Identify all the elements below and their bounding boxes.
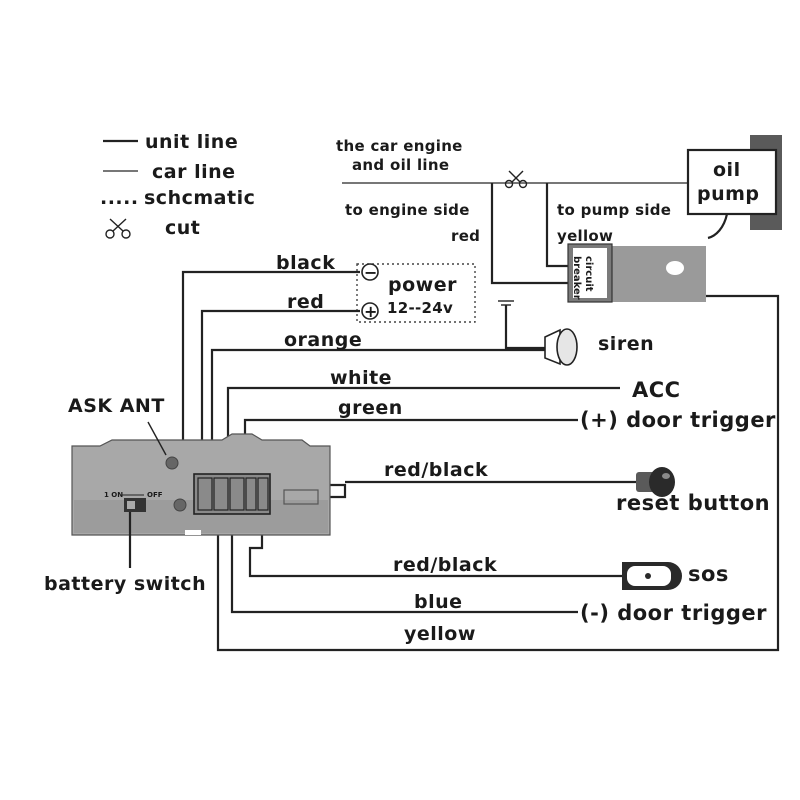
oil-pump: oil pump [686, 135, 782, 240]
ask-ant-leader [147, 421, 167, 456]
connector-pin-2 [213, 477, 229, 511]
wire-orange-label: orange [284, 329, 362, 351]
circuit-breaker-mount-hole [666, 261, 684, 275]
battery-switch-on-label: 1 ON [104, 491, 123, 499]
legend-unit-line-label: unit line [145, 131, 238, 153]
gps-tracker-unit: 1 ON OFF [71, 433, 331, 536]
wire-yellow [216, 294, 780, 652]
wire-white-label: white [330, 367, 392, 389]
battery-switch-knob [127, 501, 135, 509]
legend: unit line car line ..... schcmatic cut [100, 131, 255, 239]
engine-side-label: to engine side [345, 201, 470, 219]
power-minus-sign: − [364, 263, 377, 282]
circuit-breaker-label-1: circuit [583, 256, 594, 292]
siren-horn-mouth [556, 328, 578, 366]
wire-blue-label: blue [414, 591, 463, 613]
power-schematic-box [356, 263, 476, 323]
acc-label: ACC [632, 378, 681, 402]
sos-button-dot [645, 573, 651, 579]
legend-car-line-label: car line [152, 161, 236, 183]
engine-oil-line-section: the car engine and oil line to engine si… [336, 137, 690, 285]
circuit-breaker-label-panel [573, 248, 607, 298]
oil-pump-box [686, 148, 778, 216]
wire-green-label: green [338, 397, 403, 419]
sos-button: sos [622, 562, 729, 590]
circuit-breaker-bracket [604, 246, 706, 302]
unit-side-port [283, 489, 319, 505]
wire-blue [230, 520, 578, 614]
unit-bottom-notch [185, 530, 201, 535]
power-supply: − + power 12--24v [356, 263, 476, 323]
connector-pin-4 [245, 477, 257, 511]
siren-ground-wire [504, 305, 545, 350]
power-plus-terminal [361, 302, 379, 320]
power-label: power [388, 274, 457, 296]
wire-red-label: red [287, 291, 324, 313]
wire-red-black-sos [248, 520, 622, 578]
engine-side-red-wire [490, 183, 578, 285]
reset-button-label: reset button [616, 491, 770, 515]
power-minus-terminal [361, 263, 379, 281]
oil-pump-label-1: oil [713, 159, 741, 181]
antenna-connector-top [165, 456, 179, 470]
scissors-icon [105, 218, 131, 239]
unit-wires: black red orange white ACC green (+) doo… [181, 252, 780, 652]
connector-pin-1 [197, 477, 213, 511]
engine-side-red-label: red [451, 227, 480, 245]
engine-line-label-2: and oil line [352, 156, 449, 174]
battery-switch-off-label: OFF [147, 491, 163, 499]
wire-harness-connector [193, 473, 271, 515]
siren: siren [498, 300, 654, 366]
siren-label: siren [598, 333, 654, 355]
power-voltage-label: 12--24v [387, 299, 453, 317]
wire-red-black-label-2: red/black [393, 554, 497, 576]
legend-cut-label: cut [165, 217, 200, 239]
reset-button: reset button [616, 467, 770, 515]
connector-pin-5 [257, 477, 269, 511]
pump-side-yellow-label: yellow [557, 227, 613, 245]
reset-button-highlight [662, 473, 670, 479]
connector-pin-3 [229, 477, 245, 511]
ask-ant-label: ASK ANT [68, 395, 165, 417]
pump-side-label: to pump side [557, 201, 671, 219]
door-trigger-positive-label: (+) door trigger [580, 408, 776, 432]
wire-black-label: black [276, 252, 335, 274]
door-trigger-negative-label: (-) door trigger [580, 601, 767, 625]
oil-pump-hose [707, 213, 729, 240]
power-plus-sign: + [364, 302, 377, 321]
engine-line-label-1: the car engine [336, 137, 463, 155]
oil-pump-label-2: pump [697, 183, 760, 205]
sos-label: sos [688, 562, 729, 586]
battery-switch-label: battery switch [44, 573, 206, 595]
wire-yellow-label: yellow [404, 623, 476, 645]
antenna-connector-bottom [173, 498, 187, 512]
legend-schematic-label: schcmatic [144, 187, 255, 209]
wire-red-black-label-1: red/black [384, 459, 488, 481]
circuit-breaker: circuit breaker [567, 243, 706, 303]
legend-schematic-dots: ..... [100, 187, 139, 209]
cut-scissors-icon [504, 170, 528, 189]
circuit-breaker-label-2: breaker [571, 256, 582, 300]
